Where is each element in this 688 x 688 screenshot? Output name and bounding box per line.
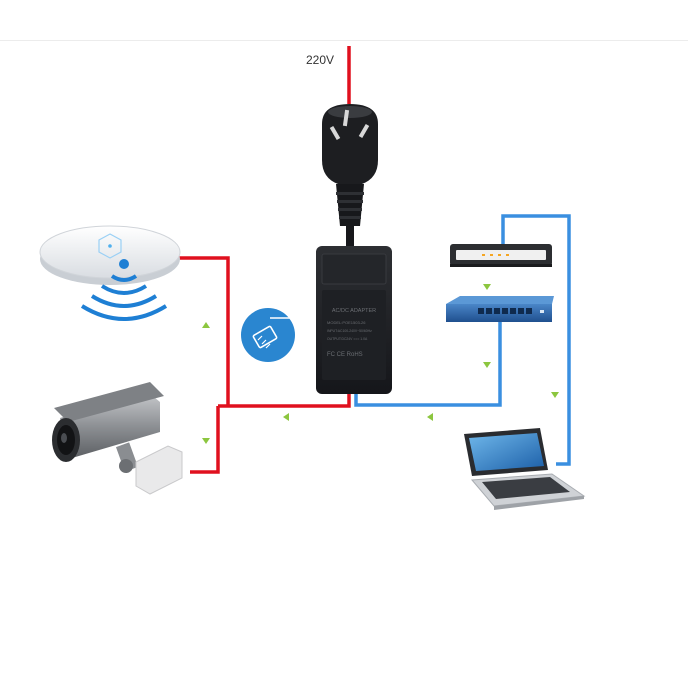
power-lines <box>174 46 351 474</box>
wireless-access-point-icon <box>39 225 181 321</box>
arrow-down-laptop <box>551 392 559 398</box>
ap-power-line <box>174 256 230 406</box>
adapter-label-input: INPUT:AC100-240V~50/60Hz <box>327 329 372 333</box>
adapter-label-title: AC/DC ADAPTER <box>332 308 376 314</box>
arrow-up-ap <box>202 322 210 328</box>
power-plug-icon <box>322 104 378 248</box>
arrow-down-router <box>483 284 491 290</box>
poe-adapter-icon: AC/DC ADAPTER MODEL:POE1503-26 INPUT:AC1… <box>316 246 392 394</box>
switch-to-adapter-line <box>354 322 502 407</box>
camera-power-line <box>190 406 220 474</box>
voltage-label: 220V <box>306 53 335 67</box>
adapter-label-model: MODEL:POE1503-26 <box>327 320 366 325</box>
adapter-marks: FC CE RoHS <box>327 352 363 358</box>
ethernet-connector-icon <box>241 308 297 362</box>
router-icon <box>450 244 552 267</box>
adapter-output-line <box>218 394 351 408</box>
arrow-left-data <box>427 413 433 421</box>
data-lines <box>354 214 571 466</box>
laptop-icon <box>464 428 586 510</box>
router-uplink-line <box>501 214 571 466</box>
adapter-label-output: OUTPUT:DC24V === 1.0A <box>327 337 368 341</box>
ip-camera-icon <box>52 382 183 495</box>
arrow-down-switch <box>483 362 491 368</box>
top-divider <box>0 40 688 41</box>
network-switch-icon <box>446 296 554 322</box>
flow-arrows <box>202 284 559 444</box>
arrow-left-power <box>283 413 289 421</box>
arrow-down-camera <box>202 438 210 444</box>
